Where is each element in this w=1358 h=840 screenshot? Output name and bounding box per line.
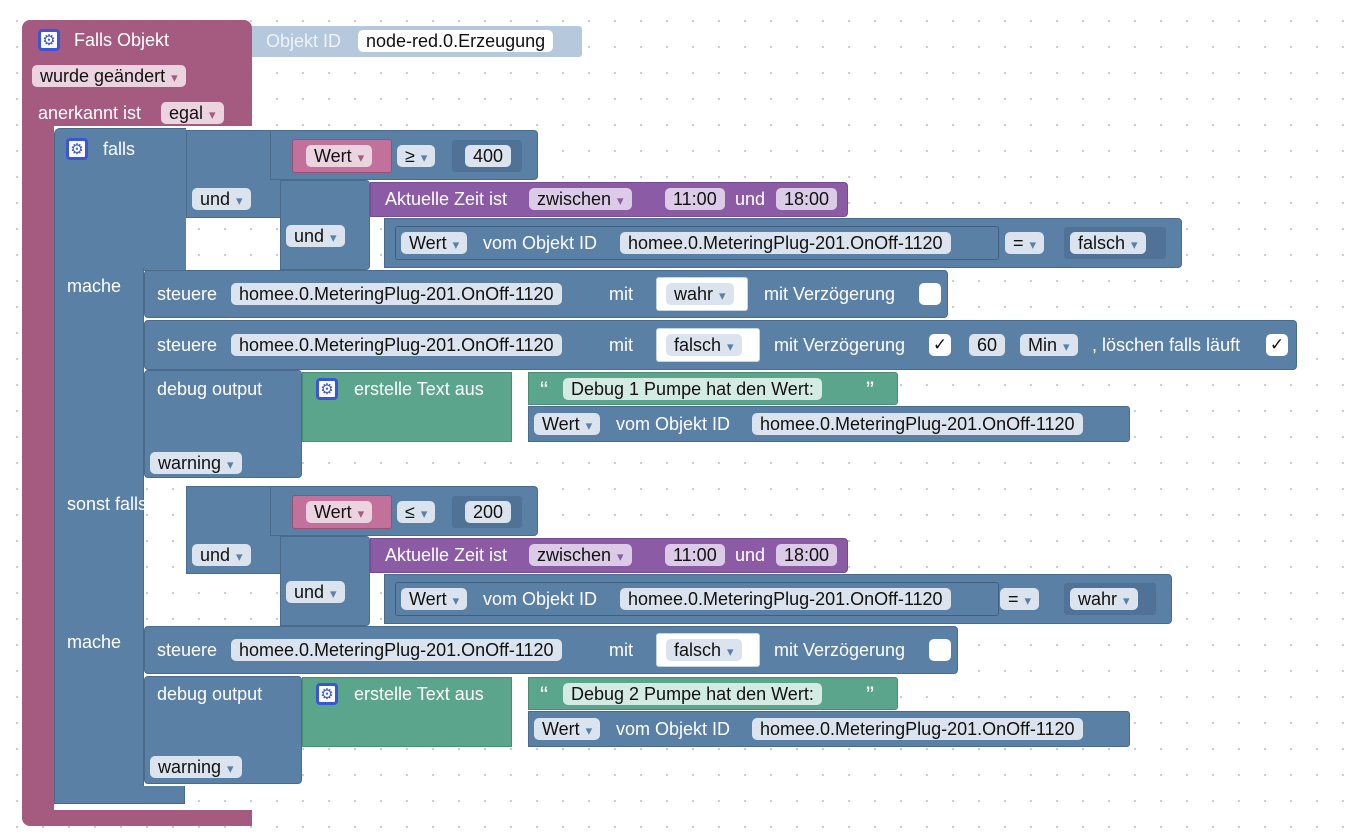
equals-operator-dropdown-1[interactable]: = — [1005, 232, 1045, 254]
and-operator-dropdown-3[interactable]: und — [192, 544, 251, 566]
control-label-1: steuere — [157, 284, 218, 304]
quote-open-2: “ — [540, 682, 548, 709]
and-operator-dropdown-4[interactable]: und — [286, 581, 345, 603]
ack-label: anerkannt ist — [38, 103, 142, 123]
control-mit-label-1: mit — [609, 284, 633, 304]
mache-label-2: mache — [67, 632, 122, 652]
clear-if-running-checkbox[interactable]: ✓ — [1266, 334, 1288, 356]
debug-label-2: debug output — [157, 684, 263, 704]
control-mit-label-3: mit — [609, 640, 633, 660]
time-and-label-2: und — [735, 545, 766, 565]
quote-open-1: “ — [540, 377, 548, 404]
control-id-field-1[interactable]: homee.0.MeteringPlug-201.OnOff-1120 — [231, 283, 562, 305]
vom-label-1: vom Objekt ID — [483, 233, 598, 253]
if-block-spine — [54, 268, 144, 804]
value-dropdown-2[interactable]: Wert — [401, 588, 468, 610]
delay-label-3: mit Verzögerung — [774, 640, 906, 660]
control-value-dropdown-1[interactable]: wahr — [666, 283, 734, 305]
delay-number-field[interactable]: 60 — [969, 334, 1006, 356]
equals-operator-dropdown-2[interactable]: = — [1000, 588, 1040, 610]
time-from-field-1[interactable]: 11:00 — [665, 188, 725, 210]
value-dropdown-1[interactable]: Wert — [401, 232, 468, 254]
delay-checkbox-3[interactable] — [929, 639, 951, 661]
time-to-field-1[interactable]: 18:00 — [776, 188, 838, 210]
compare-operator-dropdown-2[interactable]: ≤ — [397, 501, 436, 523]
bool-dropdown-2[interactable]: wahr — [1070, 588, 1138, 610]
event-trigger-dropdown[interactable]: wurde geändert — [32, 65, 186, 87]
control-value-dropdown-3[interactable]: falsch — [666, 639, 742, 661]
text-join-label-2: erstelle Text aus — [354, 684, 484, 704]
time-label-1: Aktuelle Zeit ist — [385, 189, 508, 209]
object-id-field-2[interactable]: homee.0.MeteringPlug-201.OnOff-1120 — [620, 588, 951, 610]
falls-label: falls — [103, 139, 136, 159]
bool-dropdown-1[interactable]: falsch — [1070, 232, 1146, 254]
quote-close-2: ” — [866, 682, 874, 709]
time-mode-dropdown-2[interactable]: zwischen — [529, 544, 632, 566]
control-label-2: steuere — [157, 335, 218, 355]
control-mit-label-2: mit — [609, 335, 633, 355]
time-to-field-2[interactable]: 18:00 — [776, 544, 838, 566]
text-object-id-field-1[interactable]: homee.0.MeteringPlug-201.OnOff-1120 — [752, 413, 1083, 435]
text-join-label-1: erstelle Text aus — [354, 379, 484, 399]
control-id-field-2[interactable]: homee.0.MeteringPlug-201.OnOff-1120 — [231, 334, 562, 356]
vom-label-2: vom Objekt ID — [483, 589, 598, 609]
control-label-3: steuere — [157, 640, 218, 660]
objekt-id-label: Objekt ID — [266, 31, 342, 51]
and-operator-dropdown-1[interactable]: und — [192, 188, 251, 210]
debug-level-dropdown-2[interactable]: warning — [150, 756, 242, 778]
debug-label-1: debug output — [157, 379, 263, 399]
time-label-2: Aktuelle Zeit ist — [385, 545, 508, 565]
event-block-spine — [22, 120, 54, 814]
event-title: Falls Objekt — [74, 30, 170, 50]
text-value-dropdown-1[interactable]: Wert — [534, 413, 601, 435]
text-vom-label-1: vom Objekt ID — [616, 414, 731, 434]
text-object-id-field-2[interactable]: homee.0.MeteringPlug-201.OnOff-1120 — [752, 718, 1083, 740]
wert-dropdown-1[interactable]: Wert — [306, 145, 373, 167]
quote-close-1: ” — [866, 377, 874, 404]
mache-label-1: mache — [67, 276, 122, 296]
text-join-gear-icon-2[interactable] — [316, 683, 338, 705]
text-vom-label-2: vom Objekt ID — [616, 719, 731, 739]
text-value-dropdown-2[interactable]: Wert — [534, 718, 601, 740]
and-operator-dropdown-2[interactable]: und — [286, 225, 345, 247]
time-and-label-1: und — [735, 189, 766, 209]
object-id-field-1[interactable]: homee.0.MeteringPlug-201.OnOff-1120 — [620, 232, 951, 254]
time-mode-dropdown-1[interactable]: zwischen — [529, 188, 632, 210]
delay-label-2: mit Verzögerung — [774, 335, 906, 355]
if-block-bottom — [54, 786, 185, 804]
delay-checkbox-2[interactable]: ✓ — [929, 334, 951, 356]
control-id-field-3[interactable]: homee.0.MeteringPlug-201.OnOff-1120 — [231, 639, 562, 661]
wert-dropdown-2[interactable]: Wert — [306, 501, 373, 523]
delay-label-1: mit Verzögerung — [764, 284, 896, 304]
objekt-id-field[interactable]: node-red.0.Erzeugung — [358, 30, 554, 52]
if-settings-gear-icon[interactable] — [66, 138, 88, 160]
time-from-field-2[interactable]: 11:00 — [665, 544, 725, 566]
sonst-falls-label: sonst falls — [67, 494, 148, 514]
event-settings-gear-icon[interactable] — [38, 29, 60, 51]
text-join-gear-icon-1[interactable] — [316, 378, 338, 400]
debug-level-dropdown-1[interactable]: warning — [150, 452, 242, 474]
text-field-1[interactable]: Debug 1 Pumpe hat den Wert: — [563, 378, 822, 400]
text-field-2[interactable]: Debug 2 Pumpe hat den Wert: — [563, 683, 822, 705]
control-value-dropdown-2[interactable]: falsch — [666, 334, 742, 356]
delay-checkbox-1[interactable] — [919, 283, 941, 305]
compare-operator-dropdown-1[interactable]: ≥ — [397, 145, 436, 167]
delay-unit-dropdown[interactable]: Min — [1020, 334, 1078, 356]
event-block-bottom — [22, 810, 252, 826]
ack-dropdown[interactable]: egal — [161, 102, 224, 124]
number-field-2[interactable]: 200 — [465, 501, 512, 523]
number-field-1[interactable]: 400 — [465, 145, 512, 167]
clear-if-running-label: , löschen falls läuft — [1092, 335, 1241, 355]
